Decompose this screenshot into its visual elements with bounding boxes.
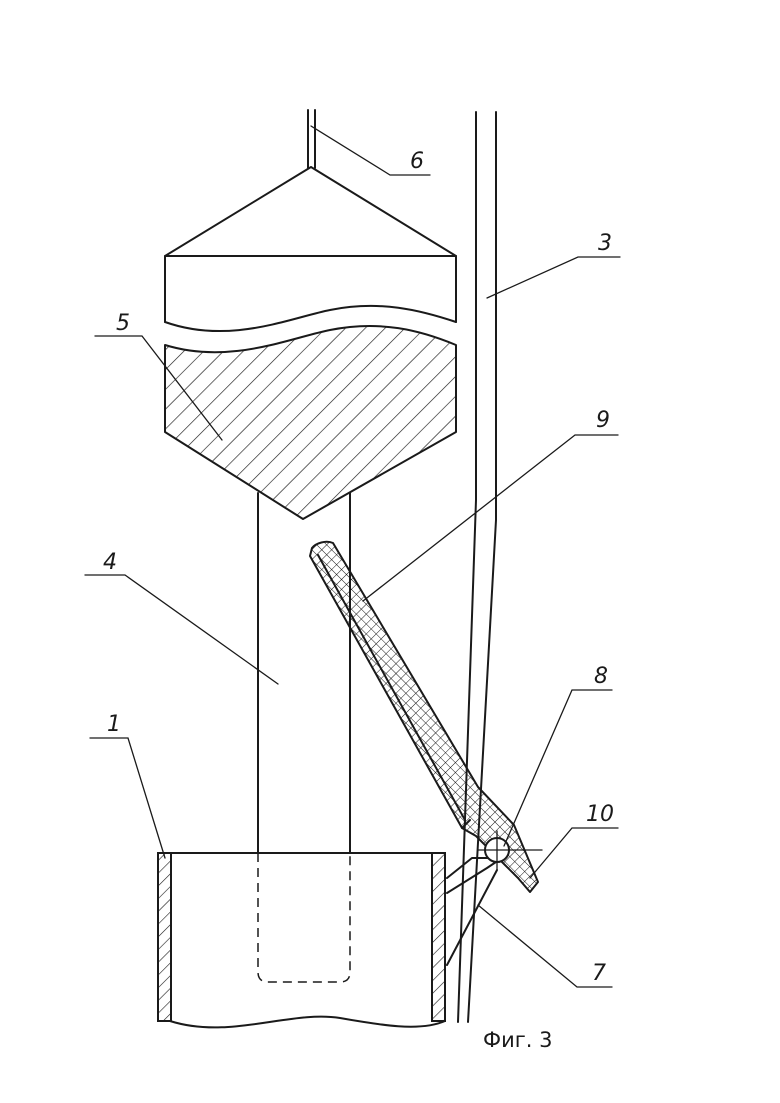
label-4: 4 [103,550,117,575]
rail-3 [458,112,496,1022]
label-7: 7 [592,961,606,986]
pipe-1 [158,853,445,1027]
label-3: 3 [598,231,612,256]
weight-5 [165,167,456,519]
label-10: 10 [586,802,614,827]
rod-6 [308,110,315,168]
label-1: 1 [107,712,121,737]
label-6: 6 [410,149,424,174]
label-8: 8 [594,664,608,689]
bracket-7 [447,858,502,965]
figure-caption: Фиг. 3 [483,1028,552,1052]
label-5: 5 [116,311,130,336]
label-9: 9 [596,408,610,433]
